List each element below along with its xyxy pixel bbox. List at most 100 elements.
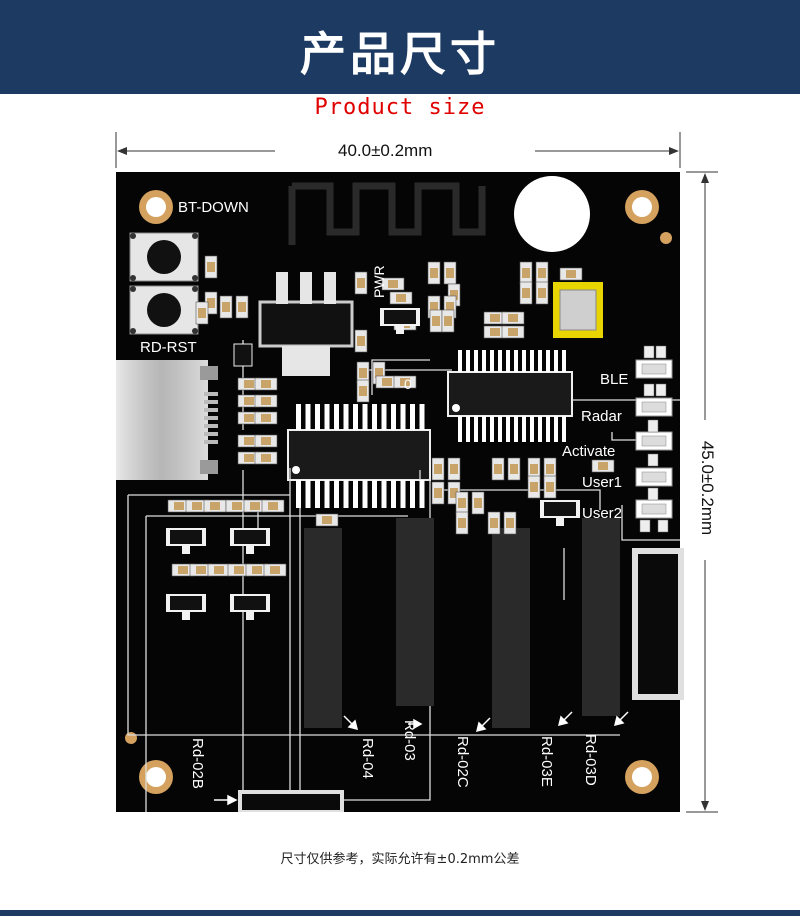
- ic-pin: [498, 350, 502, 372]
- transistor-pin: [182, 546, 190, 554]
- smd-body: [250, 502, 260, 510]
- via-pad: [660, 232, 672, 244]
- transistor-pin: [246, 546, 254, 554]
- connector-arrows: [214, 711, 629, 806]
- ic-pin: [490, 416, 494, 442]
- smd-body: [432, 316, 440, 326]
- smd-body: [196, 566, 206, 574]
- ic-pin: [391, 404, 396, 430]
- ic-pin: [419, 480, 425, 508]
- button-rd-rst[interactable]: [129, 285, 199, 335]
- smd-body: [506, 518, 514, 528]
- smd-body: [494, 464, 502, 474]
- ic-pin: [498, 416, 502, 442]
- led-pad: [643, 383, 655, 397]
- label-zero: 0: [404, 376, 412, 392]
- transistor-body: [234, 596, 266, 610]
- led-body: [641, 471, 667, 483]
- ic-pin: [334, 404, 339, 430]
- ic-pin: [296, 404, 301, 430]
- led-body: [641, 363, 667, 375]
- ic-pin: [458, 416, 462, 442]
- pin-header-rd-03: [396, 518, 434, 706]
- ic-pin: [343, 404, 349, 430]
- mounting-hole-bottom-left: [139, 760, 173, 794]
- transistor-body: [170, 530, 202, 544]
- ic-pin: [400, 480, 406, 508]
- smd-body: [359, 368, 367, 378]
- smd-body: [270, 566, 280, 574]
- width-dimension-label: 40.0±0.2mm: [338, 141, 433, 160]
- ic-pin: [562, 350, 566, 372]
- smd-body: [174, 502, 184, 510]
- ic-pin: [514, 350, 518, 372]
- smd-body: [450, 464, 458, 474]
- ic-pin: [419, 404, 425, 430]
- smd-body: [400, 378, 410, 386]
- smd-body: [434, 464, 442, 474]
- ic-pin: [305, 404, 311, 430]
- usb-c-connector: [116, 360, 218, 480]
- smd-body: [546, 464, 554, 474]
- ic-pin: [522, 416, 526, 442]
- connector-label-rd-03e: Rd-03E: [538, 736, 555, 787]
- header-banner: 产品尺寸: [0, 0, 800, 94]
- footer-bar: [0, 910, 800, 916]
- ic-pin: [410, 480, 415, 508]
- tolerance-note: 尺寸仅供参考，实际允许有±0.2mm公差: [280, 852, 520, 867]
- transistor-body: [384, 310, 416, 324]
- smd-body: [598, 462, 608, 470]
- connector-label-rd-03: Rd-03: [401, 720, 418, 761]
- ic-pin: [458, 350, 462, 372]
- smd-body: [244, 397, 254, 405]
- led-label-user1: User1: [582, 474, 622, 491]
- connector-label-rd-04: Rd-04: [359, 738, 376, 779]
- smd-body: [198, 308, 206, 318]
- smd-body: [375, 368, 383, 378]
- connector-label-rd-02b: Rd-02B: [189, 738, 206, 789]
- ic-pin: [562, 416, 566, 442]
- led-pad: [655, 345, 667, 359]
- ic-pin: [353, 480, 358, 508]
- page-subtitle: Product size: [314, 95, 486, 120]
- ic-pin: [506, 416, 510, 442]
- ic-pin: [362, 404, 368, 430]
- label-rd-rst: RD-RST: [140, 339, 197, 356]
- smd-body: [268, 502, 278, 510]
- smd-body: [244, 437, 254, 445]
- smd-body: [522, 268, 530, 278]
- ic-pin: [353, 404, 358, 430]
- transistor-pin: [246, 612, 254, 620]
- crystal-oscillator: [553, 282, 603, 338]
- smd-body: [490, 328, 500, 336]
- smd-body: [522, 288, 530, 298]
- pin-header-right: [632, 548, 684, 700]
- ic-pin: [482, 350, 486, 372]
- smd-body: [510, 464, 518, 474]
- ic-pin: [546, 416, 550, 442]
- ic-pin: [554, 350, 558, 372]
- smd-body: [546, 482, 554, 492]
- led-body: [641, 503, 667, 515]
- pcb-traces: [127, 340, 680, 812]
- ic-chip-1: [447, 371, 573, 417]
- ic-pin: [315, 480, 320, 508]
- button-bt-down[interactable]: [129, 232, 199, 282]
- ic-pin: [324, 480, 330, 508]
- ic-pin: [410, 404, 415, 430]
- smd-body: [192, 502, 202, 510]
- ic-pin: [506, 350, 510, 372]
- smd-body: [322, 516, 332, 524]
- smd-body: [450, 488, 458, 498]
- ic-pin: [474, 416, 478, 442]
- smd-body: [244, 454, 254, 462]
- transistor-pin: [396, 326, 404, 334]
- smd-body: [458, 518, 466, 528]
- ic-pin: [538, 350, 542, 372]
- pin-header-rd-03d: [582, 518, 620, 716]
- led-pad: [639, 519, 651, 533]
- ic-pin: [334, 480, 339, 508]
- smd-body: [261, 454, 271, 462]
- pcb-antenna: [288, 182, 486, 245]
